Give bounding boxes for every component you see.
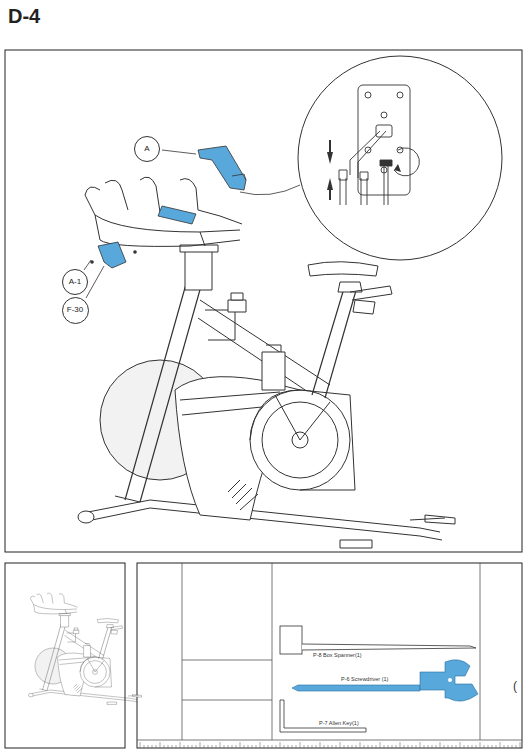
- tool-label: P-6 Screwdriver (1): [340, 676, 389, 682]
- callout-circle: A: [134, 136, 160, 162]
- page-title: D-4: [8, 5, 40, 27]
- callout-circle: F-30: [62, 297, 89, 324]
- callout-label: A-1: [69, 278, 81, 286]
- tool-label: P-7 Allen Key(1): [318, 720, 360, 726]
- callout-label: F-30: [67, 306, 83, 314]
- callout-label: A: [144, 145, 149, 153]
- tool-label: P-8 Box Spanner(1): [312, 652, 363, 658]
- cut-off-mark: (: [513, 680, 517, 693]
- callout-circle: A-1: [62, 269, 88, 295]
